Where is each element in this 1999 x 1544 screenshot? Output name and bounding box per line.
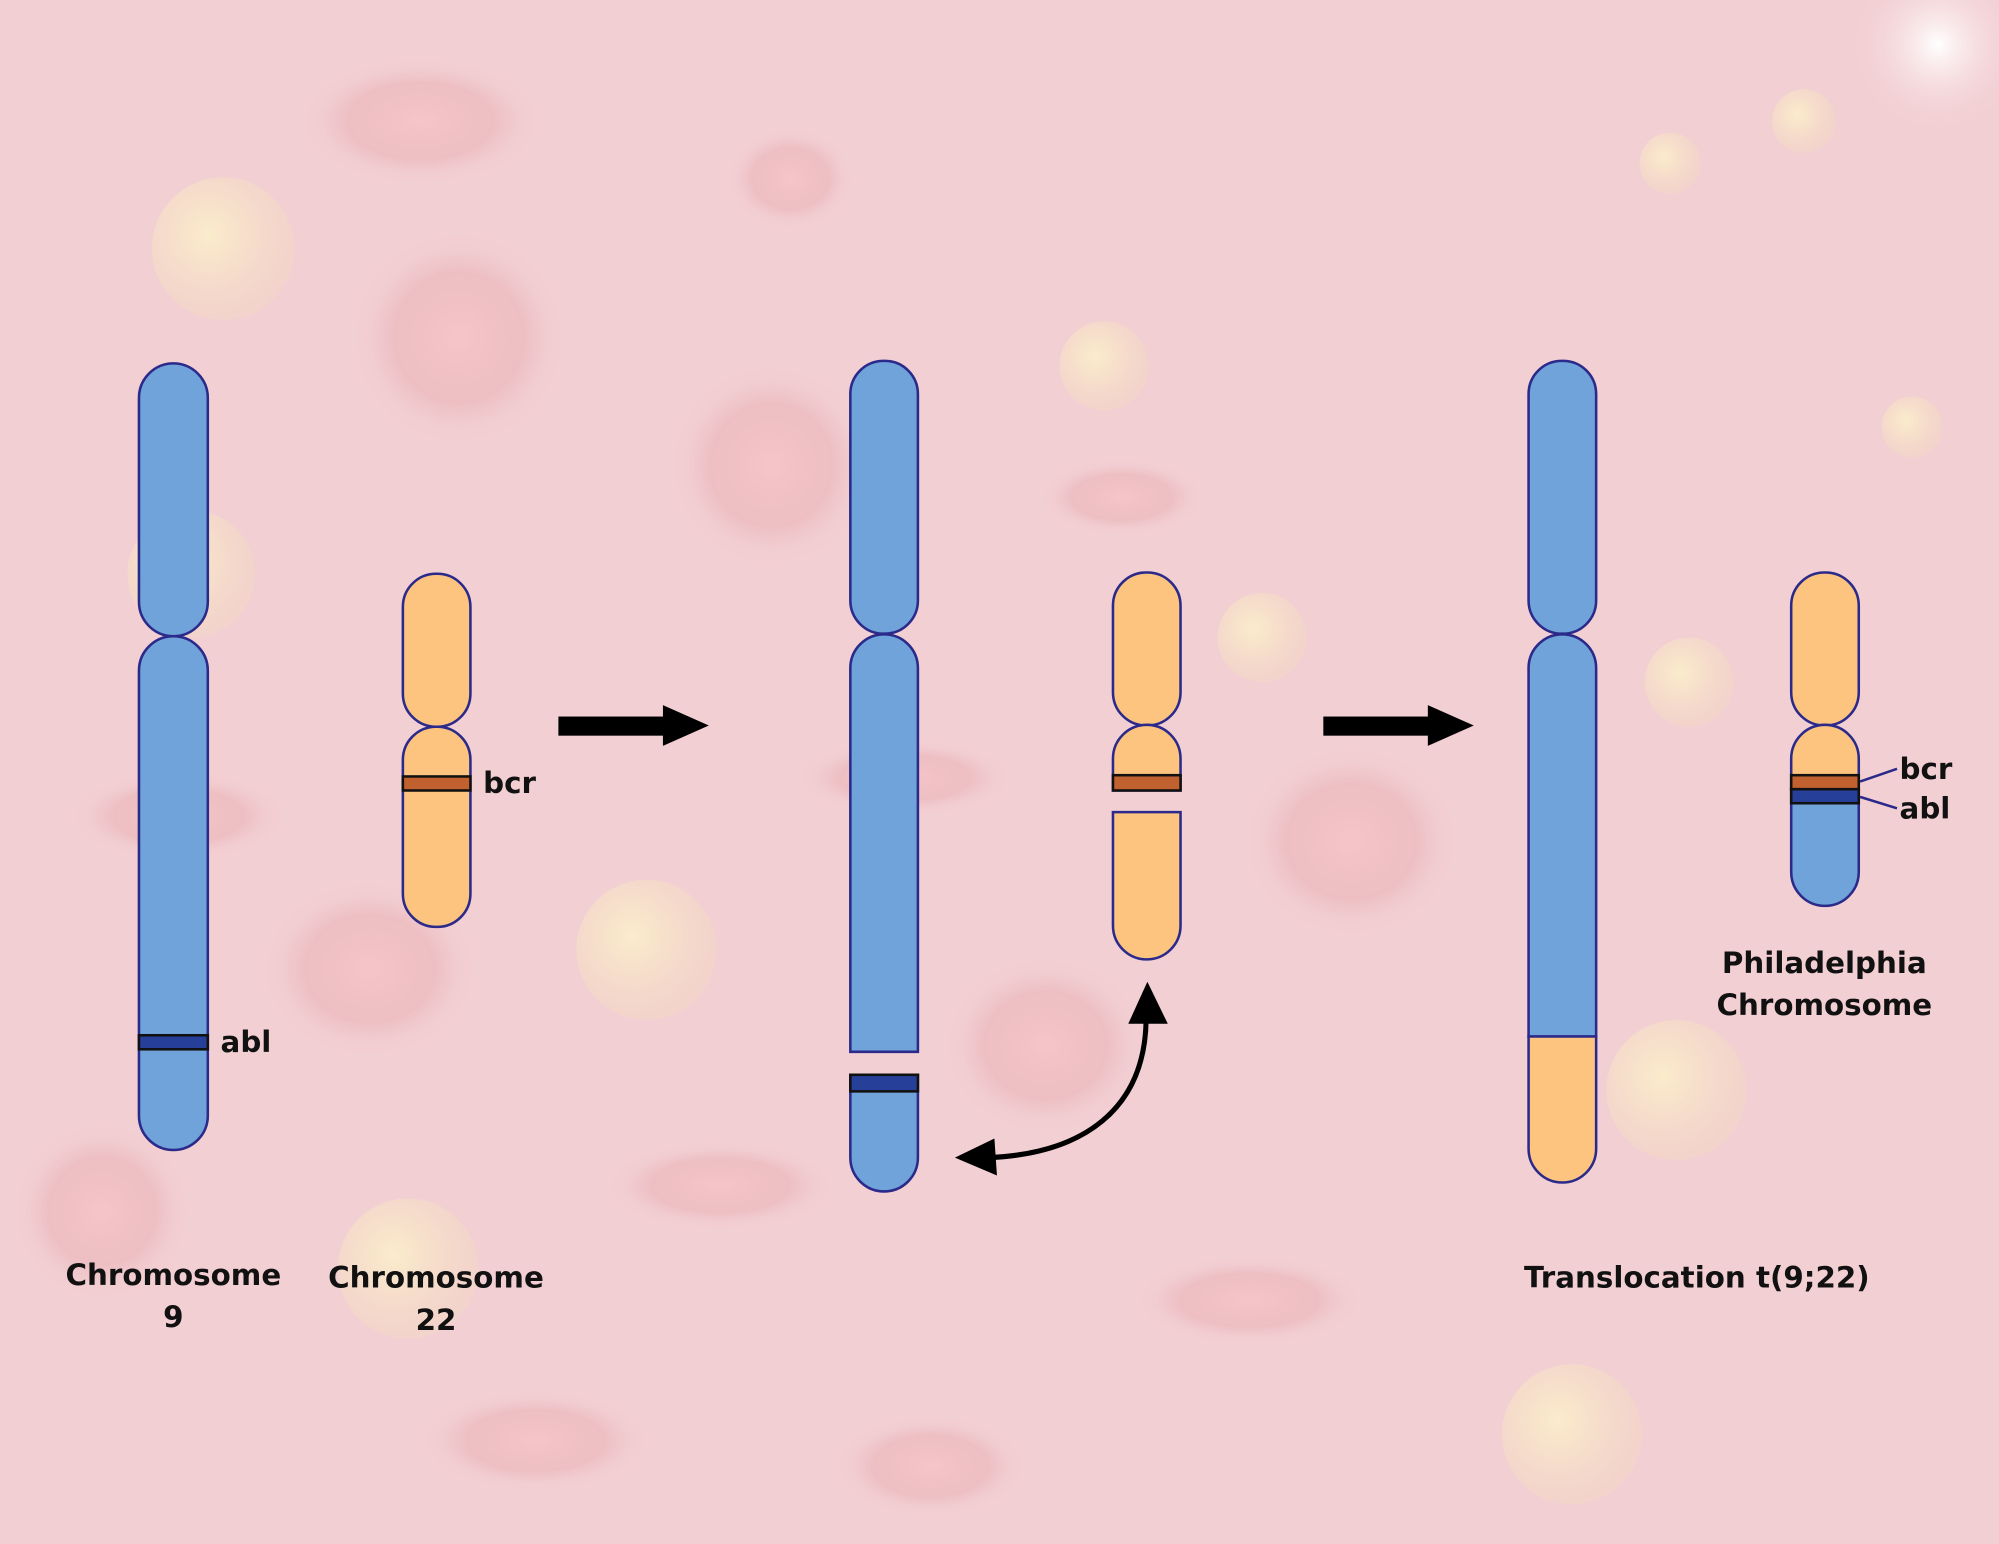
right-arrow-icon — [558, 705, 709, 746]
bcr-label: bcr — [483, 766, 536, 800]
chromosome-9 — [137, 362, 210, 1152]
chromosome-22 — [401, 572, 472, 929]
chromosome-9-caption-line1: Chromosome — [66, 1258, 282, 1292]
abl-band — [1789, 787, 1861, 805]
derivative-chromosome-9 — [1527, 359, 1598, 1184]
bcr-band — [1111, 773, 1182, 792]
chromosome-9-caption-line2: 9 — [163, 1300, 183, 1334]
swap-arrow-icon — [954, 981, 1168, 1176]
chromosome-22-fragment — [1111, 810, 1182, 961]
abl-label: abl — [221, 1025, 272, 1059]
right-arrow-icon — [1323, 705, 1474, 746]
abl-band — [137, 1033, 210, 1051]
philadelphia-chromosome — [1789, 571, 1898, 908]
chromosome-9-fragment — [849, 1073, 920, 1193]
philadelphia-caption-line1: Philadelphia — [1722, 946, 1927, 980]
bcr-band — [1789, 773, 1861, 791]
chromosome-22-caption-line2: 22 — [416, 1303, 457, 1337]
chromosome-9-broken — [849, 359, 920, 1193]
bcr-band — [401, 775, 472, 792]
philadelphia-caption-line2: Chromosome — [1717, 988, 1933, 1022]
ph-abl-label: abl — [1900, 792, 1951, 826]
chromosome-22-caption-line1: Chromosome — [328, 1261, 544, 1295]
translocation-caption: Translocation t(9;22) — [1524, 1261, 1870, 1295]
chromosome-22-broken — [1111, 571, 1182, 961]
abl-band — [849, 1073, 920, 1093]
ph-bcr-label: bcr — [1900, 752, 1953, 786]
